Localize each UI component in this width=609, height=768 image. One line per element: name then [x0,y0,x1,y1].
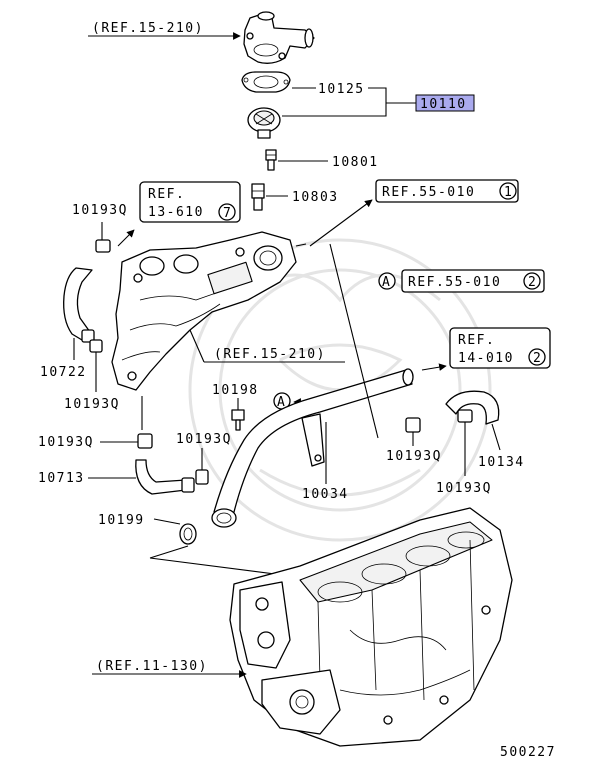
part-10198: 10198 [212,383,259,398]
part-10193q-m: 10193Q [176,432,232,447]
hose-10713 [135,433,195,495]
ref-bottom-label: (REF.11-130) [96,659,208,674]
water-passage-manifold [111,231,297,391]
ref-mid-leader-a [189,329,205,363]
part-10193q-r2: 10193Q [436,481,492,496]
arrow-to-14010 [421,363,447,371]
hose-10134 [405,390,500,433]
ref-box-13610 [139,181,241,223]
ref-box-55010-2-num-circle [523,272,541,290]
arrow-to-55010-1 [309,199,373,247]
hose-clamp-middle [195,469,209,485]
ref-box-14010 [449,327,551,369]
marker-a-right: A [382,275,391,290]
engine-block [229,507,513,747]
bracket-10110 [282,87,387,117]
o-ring-10199 [179,523,197,545]
part-10034: 10034 [302,487,349,502]
marker-a-circle-right [378,272,396,290]
ref-top-label: (REF.15-210) [92,21,204,36]
part-10110: 10110 [420,97,467,112]
thermostat-gasket [241,71,291,93]
part-10193q-ll: 10193Q [38,435,94,450]
hose-10722 [63,239,111,343]
part-10193q-tl: 10193Q [72,203,128,218]
ref-box-55010-1-num: 1 [504,185,513,200]
oring-to-block-a [149,545,189,559]
part-10722: 10722 [40,365,87,380]
arrow-to-13610 [117,229,135,247]
part-10125: 10125 [318,82,365,97]
leader-10134 [491,423,501,451]
ref-box-14010-line1: REF. [458,333,495,348]
ref-box-55010-1-num-circle [499,182,517,200]
ref-box-13610-line1: REF. [148,187,185,202]
water-pipe-10034 [211,368,414,528]
part-10193q-l: 10193Q [64,397,120,412]
marker-a-left: A [277,395,286,410]
leader-long-diagonal [329,243,379,439]
manifold-outlet-line [295,243,307,247]
ref-box-13610-line2: 13-610 [148,205,204,220]
part-10199: 10199 [98,513,145,528]
bolt-10198 [231,409,245,431]
ref-box-55010-2-num: 2 [528,275,537,290]
ref-box-55010-2-label: REF.55-010 [408,275,501,290]
leader-10199 [153,518,181,525]
part-10803: 10803 [292,190,339,205]
ref-box-55010-1 [375,179,519,203]
part-10713: 10713 [38,471,85,486]
diagram-id: 500227 [500,745,556,760]
ref-box-13610-num: 7 [223,206,232,221]
ref-box-14010-num: 2 [533,351,542,366]
part-10801: 10801 [332,155,379,170]
ref-box-14010-num-circle [528,348,546,366]
thermostat [247,107,281,139]
part-10134: 10134 [478,455,525,470]
ref-box-13610-num-circle [218,203,236,221]
water-outlet-fitting [243,11,315,64]
ref-box-55010-2 [401,269,545,293]
temperature-sensor-10801 [265,149,277,171]
part-10193q-r1: 10193Q [386,449,442,464]
ref-box-55010-1-label: REF.55-010 [382,185,475,200]
watermark-emblem [188,238,492,542]
hose-clamp-left [89,339,103,353]
temperature-sensor-10803 [251,183,265,211]
ref-box-14010-line2: 14-010 [458,351,514,366]
ref-mid-label: (REF.15-210) [214,347,326,362]
part-10110-highlight [415,94,475,112]
